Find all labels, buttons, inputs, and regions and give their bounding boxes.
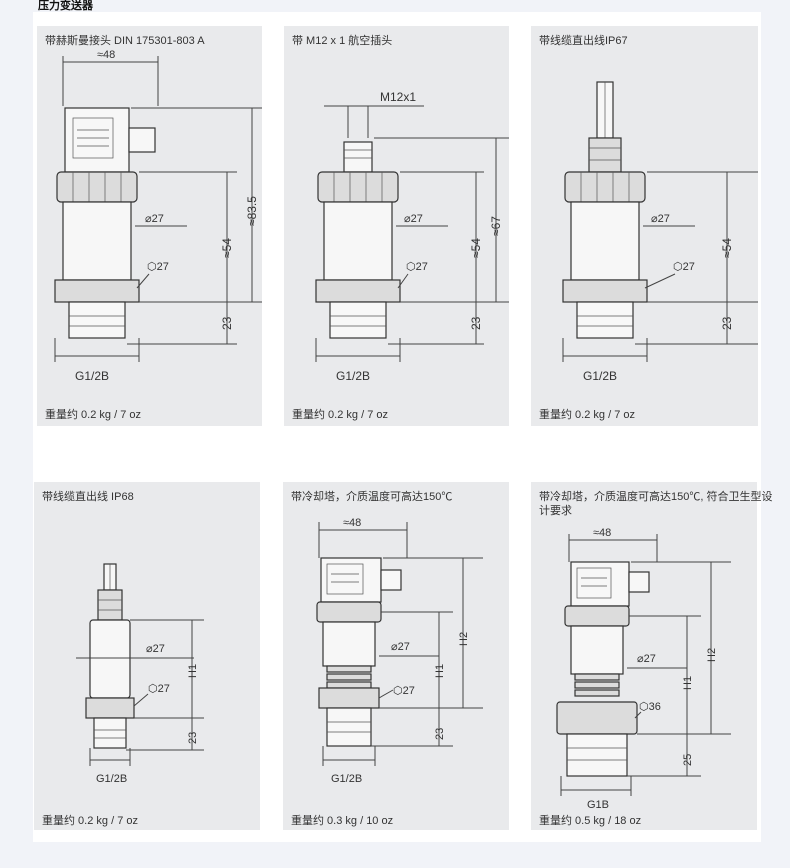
card-weight: 重量约 0.3 kg / 10 oz (291, 815, 394, 827)
card-hygienic: 带冷却塔，介质温度可高达150℃, 符合卫生型设计要求 ≈48 G1B ⌀27 … (531, 482, 772, 830)
dim-h1-label: H1 (434, 664, 446, 678)
dim-hex-label: ⬡27 (393, 685, 415, 697)
dim-hex-label: ⬡27 (147, 261, 169, 273)
dim-body-label: ≈54 (720, 238, 734, 258)
dim-thread-len-label: 23 (220, 316, 234, 330)
dim-h2-label: H2 (706, 648, 718, 662)
dim-diameter-label: ⌀27 (651, 213, 670, 225)
dim-hex-label: ⬡27 (406, 261, 428, 273)
dim-connector-label: M12x1 (380, 90, 416, 104)
dim-diameter-label: ⌀27 (145, 213, 164, 225)
drawing-m12: M12x1 G1/2B ⌀27 ⬡27 ≈67 ≈54 23 (315, 90, 509, 383)
dim-thread-label: G1/2B (583, 369, 617, 383)
card-cable-ip68: 带线缆直出线 IP68 G1/2B ⌀27 ⬡27 H1 23 重量约 0.2 … (34, 482, 260, 830)
card-title: 带冷却塔，介质温度可高达150℃, 符合卫生型设计要求 (539, 491, 773, 517)
dim-thread-len-label: 23 (469, 316, 483, 330)
card-title: 带 M12 x 1 航空插头 (292, 35, 393, 47)
card-title: 带线缆直出线 IP68 (42, 491, 134, 503)
drawing-hygienic: ≈48 G1B ⌀27 ⬡36 H2 H1 25 (556, 527, 731, 811)
card-weight: 重量约 0.2 kg / 7 oz (539, 409, 635, 421)
card-weight: 重量约 0.2 kg / 7 oz (42, 815, 138, 827)
page-title: 压力变送器 (38, 0, 93, 12)
card-weight: 重量约 0.5 kg / 18 oz (539, 815, 642, 827)
dim-diameter-label: ⌀27 (404, 213, 423, 225)
card-cable-ip67: 带线缆直出线IP67 G1/2B ⌀27 ⬡27 ≈54 23 重量约 0.2 … (531, 26, 758, 426)
dim-h1-label: H1 (187, 664, 199, 678)
dim-width-label: ≈48 (97, 49, 115, 61)
dim-diameter-label: ⌀27 (637, 653, 656, 665)
dim-body-label: ≈54 (220, 238, 234, 258)
dim-thread-label: G1/2B (96, 773, 127, 785)
card-title: 带线缆直出线IP67 (539, 35, 628, 47)
dim-hex-label: ⬡27 (673, 261, 695, 273)
dim-thread-len-label: 23 (720, 316, 734, 330)
dim-width-label: ≈48 (593, 527, 611, 539)
card-cooling-tower: 带冷却塔，介质温度可高达150℃ ≈48 G1/2B ⌀27 ⬡27 (283, 482, 509, 830)
card-m12: 带 M12 x 1 航空插头 M12x1 G1/2B ⌀27 ⬡27 ≈67 ≈ (284, 26, 509, 426)
card-weight: 重量约 0.2 kg / 7 oz (292, 409, 388, 421)
dim-h2-label: H2 (458, 632, 470, 646)
dim-hex-label: ⬡36 (639, 701, 661, 713)
drawing-cable-ip68: G1/2B ⌀27 ⬡27 H1 23 (76, 563, 204, 785)
dim-total-label: ≈83.5 (245, 196, 259, 226)
card-weight: 重量约 0.2 kg / 7 oz (45, 409, 141, 421)
dim-thread-len-label: 23 (434, 728, 446, 740)
content-panel: 带赫斯曼接头 DIN 175301-803 A ≈48 G1/2B ⌀27 ⬡2… (33, 12, 772, 842)
drawing-cooling-tower: ≈48 G1/2B ⌀27 ⬡27 H2 H1 23 (316, 517, 483, 785)
dim-thread-label: G1/2B (331, 773, 362, 785)
card-title: 带赫斯曼接头 DIN 175301-803 A (45, 35, 205, 47)
drawing-hirschmann: ≈48 G1/2B ⌀27 ⬡27 ≈83.5 ≈54 23 (54, 49, 262, 383)
dim-diameter-label: ⌀27 (391, 641, 410, 653)
dim-h1-label: H1 (682, 676, 694, 690)
dim-thread-len-label: 25 (682, 754, 694, 766)
card-title: 带冷却塔，介质温度可高达150℃ (291, 491, 453, 503)
dim-body-label: ≈54 (469, 238, 483, 258)
drawing-cable-ip67: G1/2B ⌀27 ⬡27 ≈54 23 (562, 81, 758, 383)
dim-total-label: ≈67 (489, 216, 503, 236)
dim-thread-label: G1B (587, 799, 609, 811)
dim-thread-label: G1/2B (336, 369, 370, 383)
dim-hex-label: ⬡27 (148, 683, 170, 695)
dim-width-label: ≈48 (343, 517, 361, 529)
dim-thread-len-label: 23 (187, 732, 199, 744)
dim-thread-label: G1/2B (75, 369, 109, 383)
dim-diameter-label: ⌀27 (146, 643, 165, 655)
card-hirschmann: 带赫斯曼接头 DIN 175301-803 A ≈48 G1/2B ⌀27 ⬡2… (37, 26, 262, 426)
